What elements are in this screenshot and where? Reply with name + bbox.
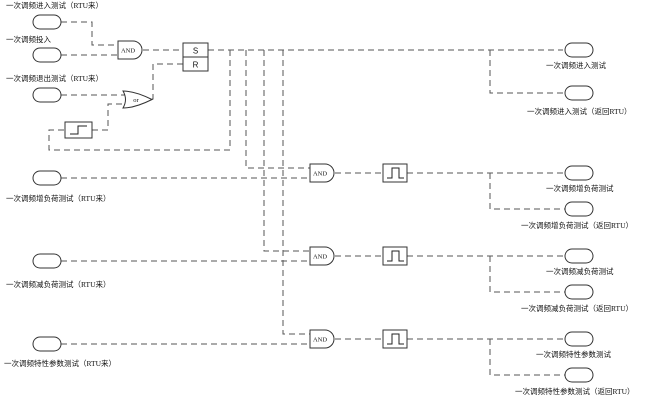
wire-dec-rtu <box>489 256 565 293</box>
wire-branch-dec <box>263 50 310 252</box>
pulse-icon <box>382 246 408 266</box>
sr-reset-label: R <box>193 61 199 70</box>
and-gate-enable: AND <box>117 40 143 60</box>
and-gate-param: AND <box>309 329 335 349</box>
wire-branch-inc <box>245 50 310 169</box>
step-function-icon <box>64 121 93 139</box>
input-label-param: 一次调频特性参数测试（RTU来） <box>4 358 116 368</box>
pulse-icon <box>382 329 408 349</box>
output-terminal-inc-rtu <box>564 201 594 217</box>
output-terminal-entry <box>564 42 594 58</box>
output-terminal-dec-rtu <box>564 284 594 300</box>
output-label-dec-rtu: 一次调频减负荷测试（返回RTU） <box>521 303 633 313</box>
input-terminal-dec <box>32 253 62 269</box>
pulse-icon <box>382 163 408 183</box>
input-terminal-param <box>32 336 62 352</box>
output-terminal-param-rtu <box>564 367 594 383</box>
output-label-entry-rtu: 一次调频进入测试（返回RTU） <box>527 106 632 116</box>
output-terminal-entry-rtu <box>564 85 594 101</box>
input-terminal-inc <box>32 170 62 186</box>
wire-inc-rtu <box>489 173 565 210</box>
input-label-dec: 一次调频减负荷测试（RTU来） <box>6 279 111 289</box>
wire-or-to-reset <box>152 63 183 100</box>
sr-latch: S R <box>182 42 209 72</box>
and-gate-label: AND <box>121 48 135 55</box>
and-gate-dec: AND <box>309 246 335 266</box>
input-label-enable: 一次调频投入 <box>6 34 51 44</box>
input-labels: 一次调频进入测试（RTU来） 一次调频投入 一次调频退出测试（RTU来） 一次调… <box>4 0 116 368</box>
output-label-entry: 一次调频进入测试 <box>546 60 606 70</box>
output-terminal-param <box>564 331 594 347</box>
input-label-entry: 一次调频进入测试（RTU来） <box>6 0 103 10</box>
wire-branch-param <box>282 50 310 335</box>
and-gate-dec-label: AND <box>313 254 327 261</box>
and-gate-inc-label: AND <box>313 171 327 178</box>
input-label-inc: 一次调频增负荷测试（RTU来） <box>6 193 111 203</box>
output-label-dec: 一次调频减负荷测试 <box>546 266 614 276</box>
input-terminal-exit <box>32 87 62 103</box>
input-terminals <box>32 14 62 352</box>
input-terminal-enable <box>32 47 62 63</box>
output-terminals <box>564 42 594 383</box>
wire-entry-to-and <box>61 21 118 46</box>
output-label-param-rtu: 一次调频特性参数测试（返回RTU） <box>515 386 635 396</box>
or-gate-exit: or <box>122 90 154 109</box>
output-label-param: 一次调频特性参数测试 <box>536 349 611 359</box>
output-terminal-inc <box>564 165 594 181</box>
output-label-inc-rtu: 一次调频增负荷测试（返回RTU） <box>521 220 633 230</box>
and-gate-param-label: AND <box>313 337 327 344</box>
output-terminal-dec <box>564 248 594 264</box>
wire-param-rtu <box>489 339 565 376</box>
input-label-exit: 一次调频退出测试（RTU来） <box>6 73 103 83</box>
sr-set-label: S <box>193 47 198 56</box>
or-gate-label: or <box>133 97 139 104</box>
wires <box>48 21 565 376</box>
and-gate-inc: AND <box>309 163 335 183</box>
wire-step-to-or <box>92 103 125 131</box>
output-label-inc: 一次调频增负荷测试 <box>546 183 614 193</box>
wire-feedback <box>48 50 231 151</box>
wire-to-entry-rtu <box>489 50 563 94</box>
input-terminal-entry <box>32 14 62 30</box>
output-labels: 一次调频进入测试 一次调频进入测试（返回RTU） 一次调频增负荷测试 一次调频增… <box>515 60 635 396</box>
